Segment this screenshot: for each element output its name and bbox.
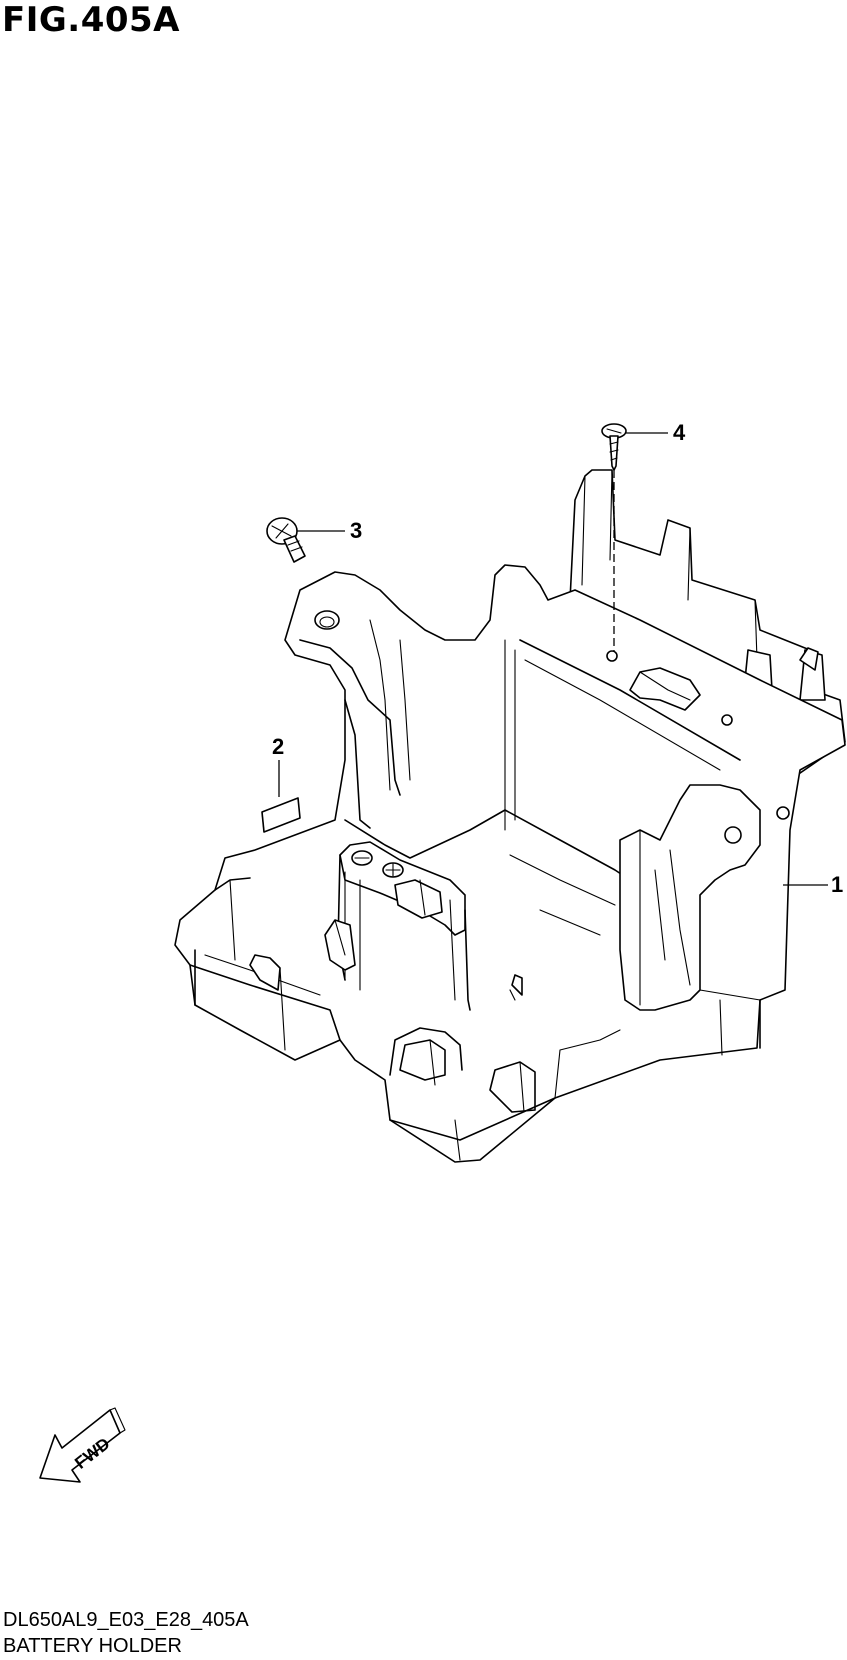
battery-holder-tray — [174, 469, 846, 1163]
callout-part-3: 3 — [350, 518, 363, 543]
callout-part-4: 4 — [673, 420, 686, 445]
fwd-arrow-icon — [39, 1407, 126, 1483]
callout-part-1: 1 — [831, 872, 844, 897]
diagram-code: DL650AL9_E03_E28_405A — [3, 1609, 249, 1631]
diagram-name: BATTERY HOLDER — [3, 1635, 182, 1657]
part-2-plate — [261, 760, 301, 833]
callout-part-2: 2 — [272, 734, 285, 759]
figure-title: FIG.405A — [2, 0, 180, 40]
part-3-bolt — [266, 517, 345, 563]
part-4-screw — [601, 423, 668, 652]
